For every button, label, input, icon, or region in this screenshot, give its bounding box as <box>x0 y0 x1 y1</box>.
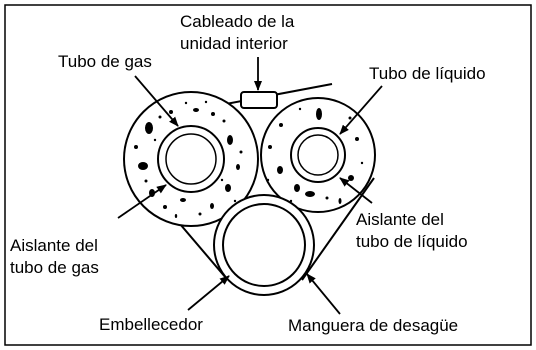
liquid-pipe <box>290 127 346 183</box>
diagram-frame <box>4 4 532 346</box>
arrow-liquid-insulation <box>339 177 373 204</box>
gas-insulation-speckles <box>134 100 243 218</box>
label-liquid-insulation-line1: Aislante del <box>356 210 444 229</box>
label-gas-insulation-line1: Aislante del <box>10 236 98 255</box>
label-gas-pipe: Tubo de gas <box>58 52 152 71</box>
label-trim: Embellecedor <box>99 315 203 334</box>
label-drain-hose: Manguera de desagüe <box>288 316 458 335</box>
leader-arrows <box>117 57 383 315</box>
gas-pipe <box>157 125 225 193</box>
indoor-unit-wiring <box>240 91 278 109</box>
label-indoor-wiring-line2: unidad interior <box>180 34 288 53</box>
label-gas-insulation-line2: tubo de gas <box>10 258 99 277</box>
arrow-gas-pipe <box>134 75 179 127</box>
drain-hose <box>213 194 315 296</box>
label-liquid-pipe: Tubo de líquido <box>369 64 486 83</box>
arrow-drain-hose <box>306 273 341 315</box>
arrow-gas-insulation <box>117 184 167 219</box>
arrow-liquid-pipe <box>339 85 383 135</box>
label-liquid-insulation-line2: tubo de líquido <box>356 232 468 251</box>
arrow-trim <box>187 275 230 311</box>
label-indoor-wiring-line1: Cableado de la <box>180 12 295 31</box>
